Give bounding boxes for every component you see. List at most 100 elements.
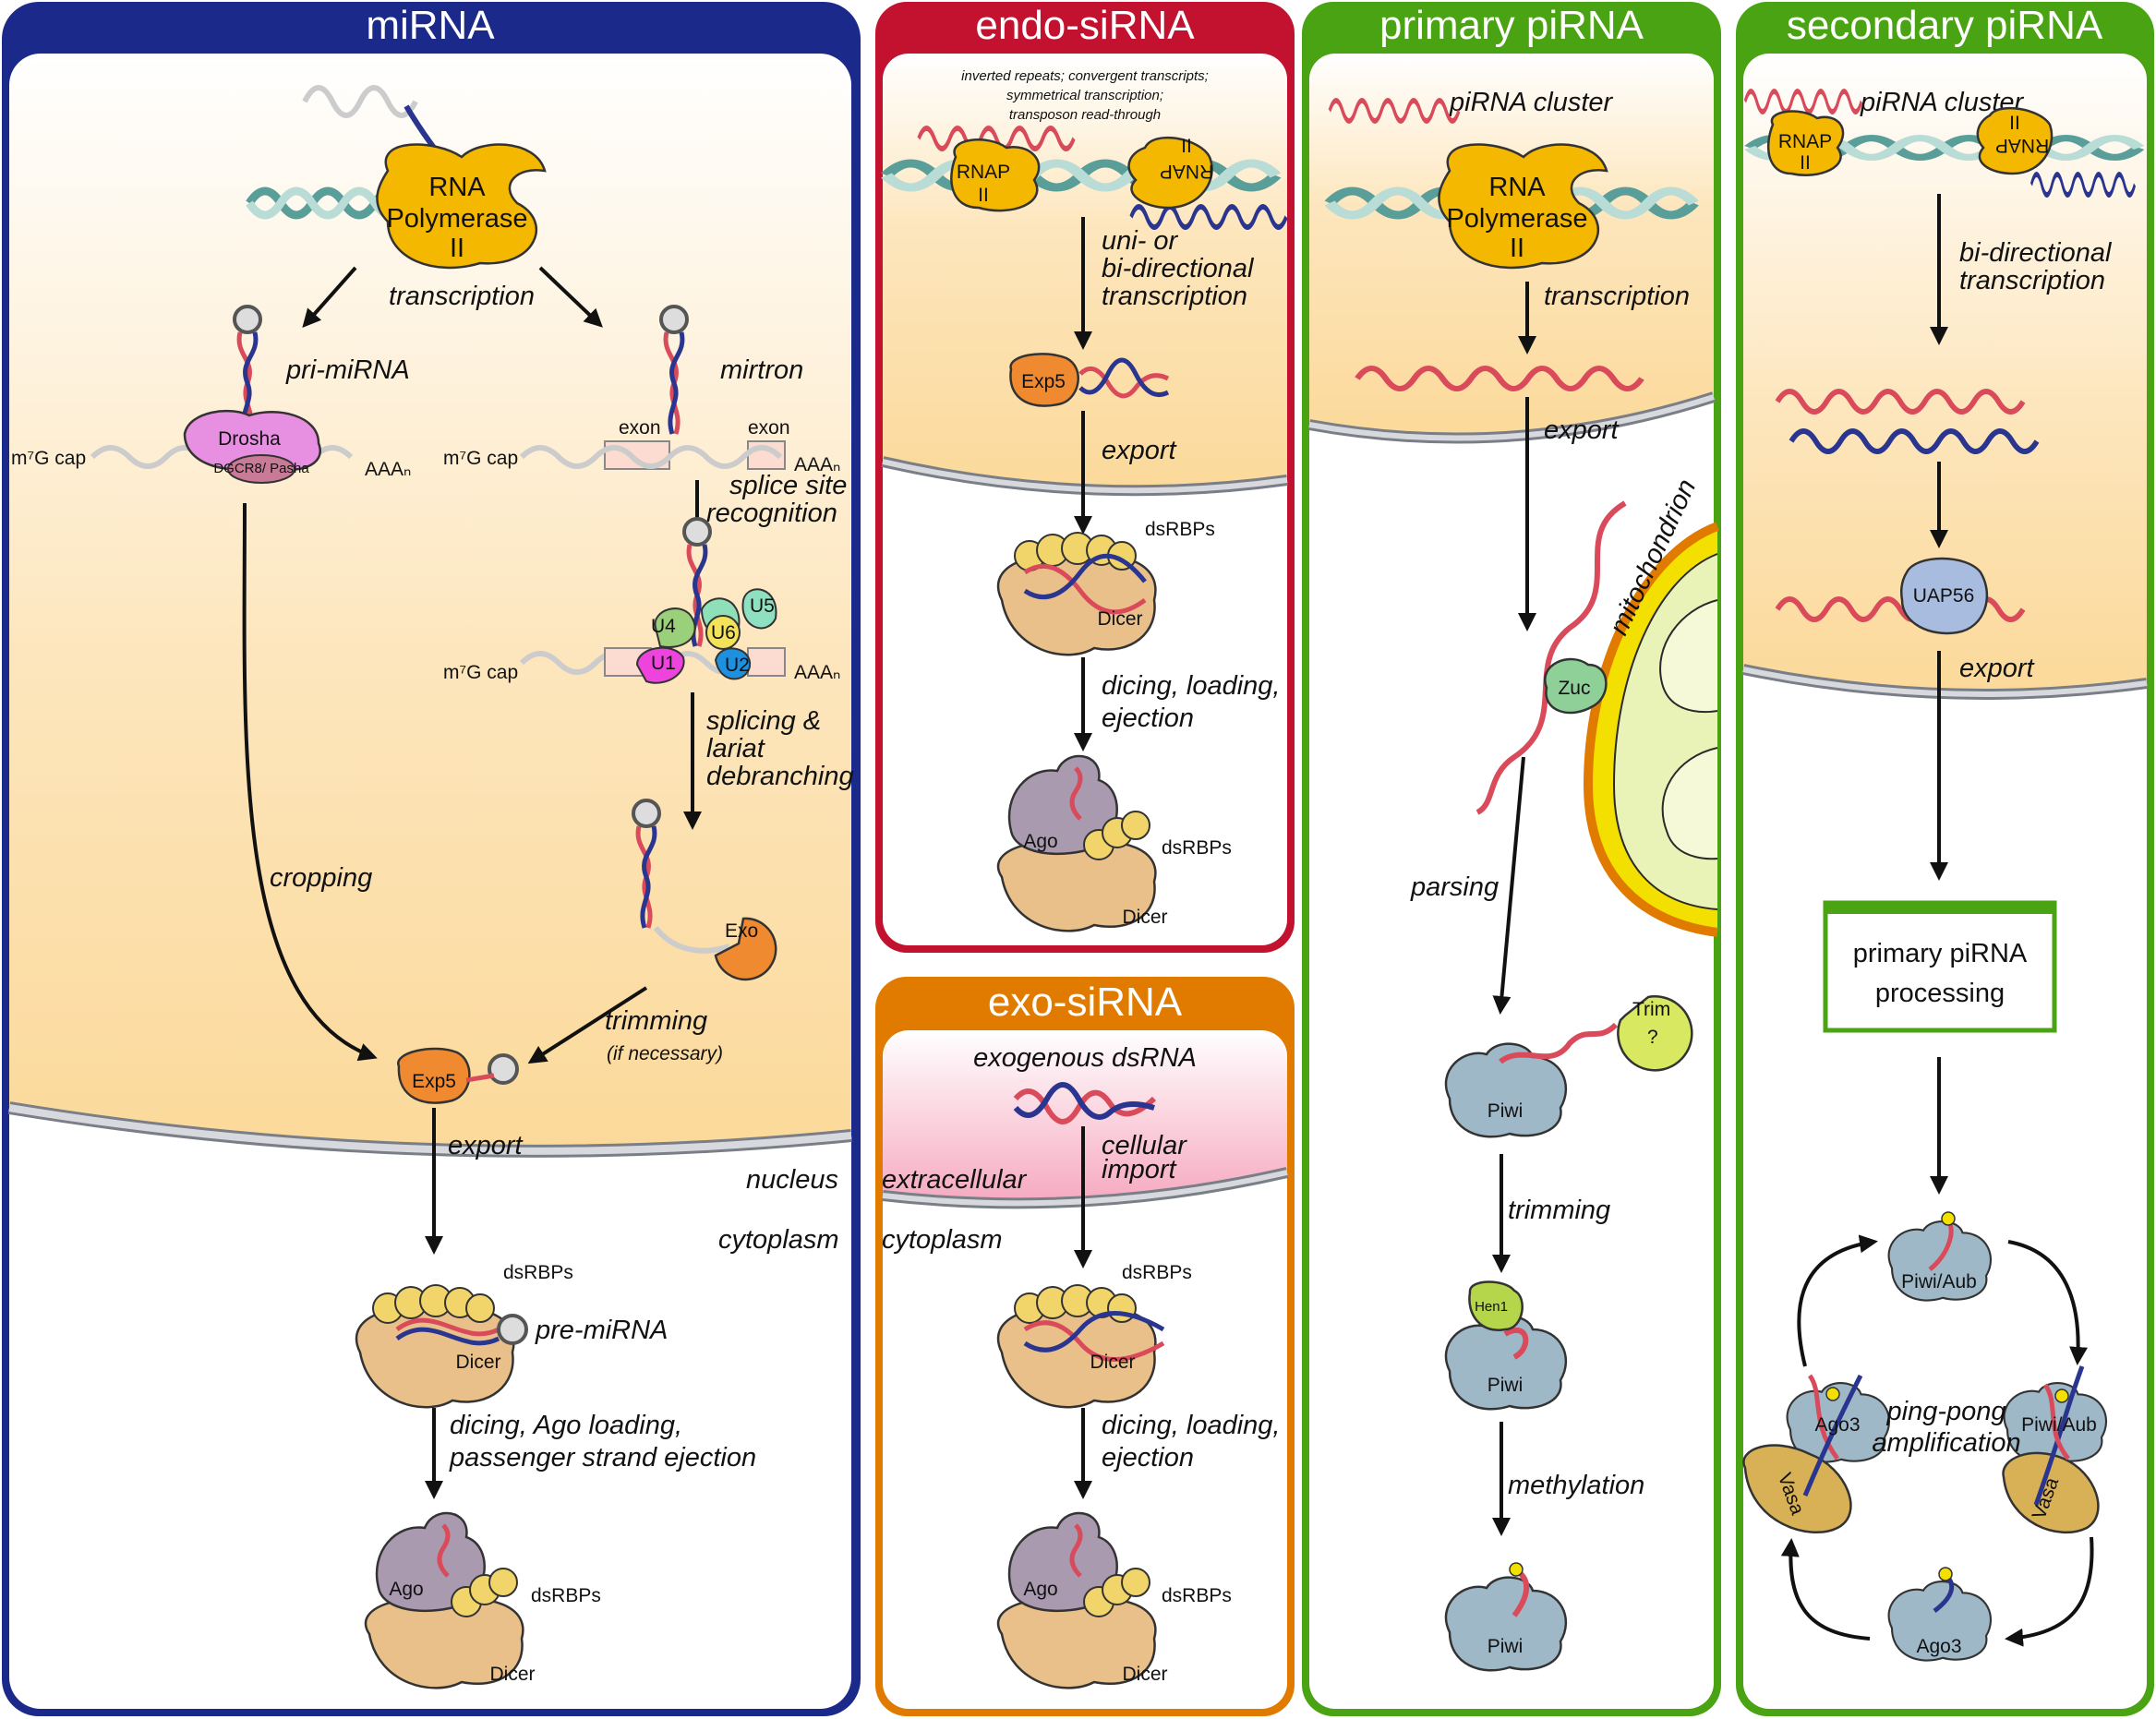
- rnap-sub-label: II: [2009, 113, 2020, 134]
- pri-mirna-label: pri-miRNA: [285, 355, 410, 385]
- exon-label: exon: [619, 417, 661, 439]
- transcription-label: transcription: [389, 282, 535, 311]
- splicing-label-3: debranching: [706, 762, 854, 791]
- pre-mirna-label: pre-miRNA: [535, 1316, 668, 1345]
- exo-sirna-panel: exo-siRNA exogenous dsRNA cellular impor…: [875, 977, 1295, 1716]
- mirna-title: miRNA: [366, 3, 495, 48]
- dsrbps-label: dsRBPs: [1162, 1585, 1232, 1606]
- endo-transcription-label: uni- or: [1102, 226, 1179, 256]
- rnap-sub-label: II: [978, 185, 989, 206]
- trimming-label: trimming: [605, 1006, 707, 1036]
- hen1-label: Hen1: [1475, 1299, 1508, 1315]
- ago3-label: Ago3: [1916, 1636, 1961, 1657]
- exo-icon: [714, 917, 777, 981]
- u5-label: U5: [750, 595, 775, 617]
- dicing-label-2: ejection: [1102, 703, 1194, 733]
- u4-label: U4: [651, 616, 676, 637]
- zuc-icon: [1544, 657, 1608, 715]
- rnap-line2: Polymerase: [1446, 204, 1587, 234]
- exp5-icon: [397, 1047, 519, 1104]
- if-necessary-label: (if necessary): [607, 1043, 723, 1064]
- dicer-label: Dicer: [1122, 907, 1167, 928]
- rnap-label: RNAP: [957, 162, 1010, 183]
- dicing-label-2: ejection: [1102, 1443, 1194, 1473]
- rnap-sub-label: II: [1800, 152, 1811, 174]
- processing-label-1: primary piRNA: [1853, 939, 2028, 968]
- endo-transcription-label-2: bi-directional: [1102, 254, 1255, 283]
- dsrbps-label: dsRBPs: [1162, 837, 1232, 859]
- secondary-pirna-panel: secondary piRNA piRNA cluster RNAP II RN…: [1736, 2, 2154, 1716]
- exp5-label: Exp5: [412, 1071, 456, 1092]
- dsrbps-label: dsRBPs: [531, 1585, 601, 1606]
- arrow: [2007, 1240, 2089, 1365]
- arrow: [1780, 1538, 1871, 1641]
- piwi-label: Piwi: [1488, 1636, 1524, 1657]
- dicing-label: dicing, loading,: [1102, 671, 1280, 701]
- rna-polymerase-icon: [950, 136, 1213, 212]
- dicer-icon: [996, 1283, 1157, 1409]
- cytoplasm-label: cytoplasm: [718, 1225, 839, 1255]
- piwi-label: Piwi: [1488, 1375, 1524, 1396]
- rnap-line1: RNA: [428, 173, 486, 202]
- rna-polymerase-icon: [1438, 143, 1608, 270]
- rnap-line2: Polymerase: [386, 204, 527, 234]
- export-label: export: [1959, 654, 2036, 683]
- dicer-icon: [996, 531, 1157, 656]
- trim-icon: [1617, 995, 1693, 1072]
- primary-title: primary piRNA: [1379, 3, 1644, 48]
- cap-label: m⁷G cap: [443, 448, 518, 469]
- pingpong-label-2: amplification: [1872, 1428, 2020, 1458]
- extracellular-label: extracellular: [882, 1165, 1028, 1195]
- ago3-label: Ago3: [1814, 1414, 1860, 1436]
- mirtron-label: mirtron: [720, 355, 803, 385]
- splice-site-label: splice site: [729, 471, 847, 500]
- processing-label-2: processing: [1875, 979, 2005, 1008]
- drosha-label: Drosha: [218, 428, 281, 450]
- dicer-label: Dicer: [1090, 1352, 1135, 1373]
- primary-processing-box: [1823, 900, 2057, 1033]
- import-label: cellular: [1102, 1131, 1187, 1160]
- sec-transcription-label-2: transcription: [1959, 266, 2105, 295]
- cap-label: m⁷G cap: [443, 662, 518, 683]
- dsrbps-label: dsRBPs: [1145, 519, 1215, 540]
- secondary-title: secondary piRNA: [1787, 3, 2103, 48]
- primary-pirna-panel: primary piRNA piRNA cluster RNA Polymera…: [1302, 2, 1721, 1716]
- vasa-icon: [1742, 1444, 1852, 1533]
- rnap-label: RNAP: [1995, 135, 2049, 156]
- endo-note-1: inverted repeats; convergent transcripts…: [961, 68, 1209, 84]
- dicer-icon: [355, 1283, 515, 1409]
- cap-label: m⁷G cap: [11, 448, 86, 469]
- rna-polymerase-icon: [376, 143, 547, 270]
- rnap-line1: RNA: [1488, 173, 1546, 202]
- piwi-aub-label: Piwi/Aub: [2021, 1414, 2097, 1436]
- trim-q-label: ?: [1647, 1027, 1658, 1048]
- splice-site-label-2: recognition: [706, 499, 837, 528]
- arrow: [538, 266, 603, 328]
- drosha-icon: [183, 409, 321, 484]
- dsrbps-label: dsRBPs: [1122, 1262, 1192, 1283]
- endo-sirna-panel: endo-siRNA inverted repeats; convergent …: [875, 2, 1295, 953]
- rnap-line3: II: [1510, 234, 1524, 263]
- hen1-icon: [1468, 1280, 1524, 1332]
- piwi-aub-label: Piwi/Aub: [1901, 1271, 1977, 1292]
- dicing-label: dicing, loading,: [1102, 1411, 1280, 1440]
- cluster-label: piRNA cluster: [1449, 88, 1614, 117]
- endo-note-3: transposon read-through: [1009, 107, 1161, 123]
- trim-label: Trim: [1632, 999, 1670, 1020]
- import-label-2: import: [1102, 1155, 1178, 1184]
- export-label: export: [1102, 436, 1178, 465]
- polya-label: AAAₙ: [365, 459, 411, 480]
- uap56-icon: [1899, 557, 1989, 635]
- exp5-icon: [1009, 353, 1170, 407]
- export-label: export: [1544, 415, 1620, 445]
- splicing-label: splicing &: [706, 706, 821, 736]
- arrow: [1797, 1234, 1878, 1367]
- dgcr8-label: DGCR8/ Pasha: [213, 461, 309, 476]
- pingpong-label: ping-pong: [1886, 1397, 2006, 1426]
- sec-transcription-label: bi-directional: [1959, 238, 2113, 268]
- exogenous-label: exogenous dsRNA: [973, 1043, 1197, 1073]
- spliceosome-icon: [635, 588, 777, 684]
- polya-label: AAAₙ: [794, 454, 840, 475]
- rnap-label: RNAP: [1160, 161, 1213, 182]
- zuc-label: Zuc: [1558, 678, 1590, 699]
